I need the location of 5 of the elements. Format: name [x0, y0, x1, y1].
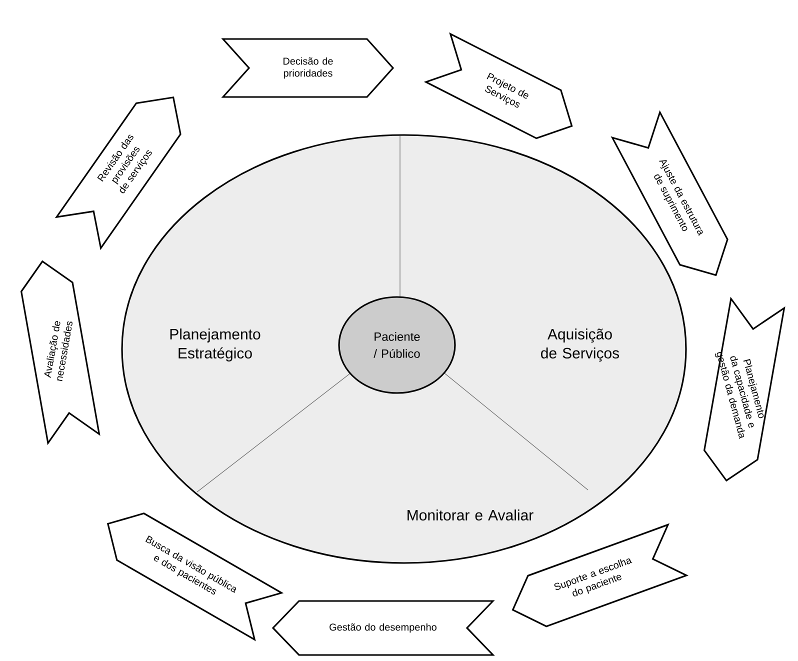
sector-label: Monitorar e Avaliar	[408, 509, 534, 520]
sector-label: Aquisição de Serviços	[541, 328, 620, 362]
sector-label: Planejamento Estratégico	[170, 328, 260, 362]
process-step: Decisão de prioridades	[221, 38, 394, 98]
process-step: Gestão do desempenho	[272, 600, 495, 656]
